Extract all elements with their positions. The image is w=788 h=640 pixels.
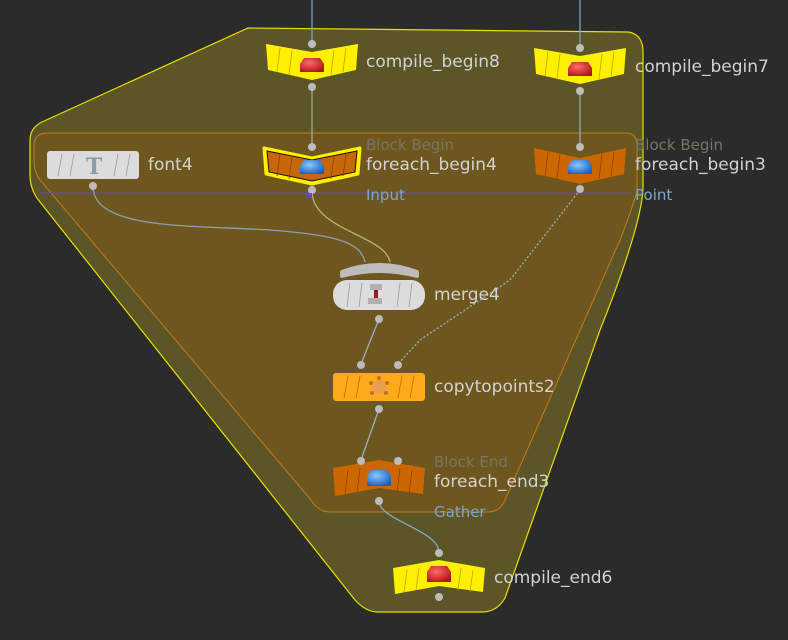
input-port[interactable] (435, 549, 443, 557)
node-foreach_end3[interactable] (333, 457, 425, 505)
node-label-foreach_begin4[interactable]: foreach_begin4 (366, 155, 497, 175)
node-label-compile_begin8[interactable]: compile_begin8 (366, 52, 500, 72)
output-port[interactable] (576, 87, 584, 95)
wire-font4-merge4 (92, 185, 366, 263)
output-port[interactable] (308, 186, 316, 194)
node-merge4[interactable] (333, 263, 425, 323)
output-port[interactable] (435, 593, 443, 601)
wire-foreach-begin4-merge4 (311, 190, 391, 263)
input-port[interactable] (308, 143, 316, 151)
node-label-foreach_begin3[interactable]: foreach_begin3 (635, 155, 766, 175)
port-label-input: Input (366, 186, 405, 204)
output-port[interactable] (375, 497, 383, 505)
node-label-font4[interactable]: font4 (148, 155, 193, 175)
blue-block-icon (568, 160, 592, 174)
node-label-compile_end6[interactable]: compile_end6 (494, 568, 613, 588)
foreach-block-region (33, 132, 638, 513)
wire-foreach-end3-compile-end6 (378, 500, 440, 553)
red-block-icon (427, 566, 451, 582)
input-port-1[interactable] (394, 457, 402, 465)
wire-foreach-begin3-copytopoints2 (397, 189, 581, 365)
input-port[interactable] (576, 143, 584, 151)
output-port[interactable] (375, 405, 383, 413)
output-port[interactable] (89, 182, 97, 190)
output-port[interactable] (576, 185, 584, 193)
input-port-0[interactable] (357, 361, 365, 369)
blue-block-icon (300, 160, 324, 174)
output-port[interactable] (308, 83, 316, 91)
node-label-compile_begin7[interactable]: compile_begin7 (635, 57, 769, 77)
node-foreach_begin4[interactable] (262, 143, 362, 199)
port-label-gather: Gather (434, 503, 486, 521)
loop-marker-icon (303, 193, 312, 199)
wire-merge4-copytopoints2 (360, 318, 380, 365)
red-block-icon (300, 58, 324, 72)
node-foreach_begin3[interactable] (534, 143, 626, 193)
font-T-icon: T (86, 154, 103, 180)
blue-block-icon (367, 470, 391, 486)
node-label-foreach_end3[interactable]: foreach_end3 (434, 472, 550, 492)
red-block-icon (568, 62, 592, 76)
node-subtitle-foreach_end3: Block End (434, 453, 508, 471)
node-copytopoints2[interactable] (333, 361, 425, 413)
output-port[interactable] (375, 315, 383, 323)
node-compile_begin8[interactable] (266, 40, 358, 91)
wire-copytopoints2-foreach-end3 (360, 408, 380, 461)
input-port[interactable] (576, 44, 584, 52)
node-compile_begin7[interactable] (534, 44, 626, 95)
input-port[interactable] (308, 40, 316, 48)
input-port-0[interactable] (357, 457, 365, 465)
input-port-1[interactable] (394, 361, 402, 369)
node-subtitle-foreach_begin3: Block Begin (635, 136, 724, 154)
node-compile_end6[interactable] (393, 549, 485, 601)
node-font4[interactable]: T (47, 151, 139, 190)
node-label-merge4[interactable]: merge4 (434, 285, 500, 305)
copy-points-icon (369, 376, 389, 395)
merge-icon (368, 284, 382, 304)
node-subtitle-foreach_begin4: Block Begin (366, 136, 455, 154)
node-label-copytopoints2[interactable]: copytopoints2 (434, 377, 555, 397)
port-label-point: Point (635, 186, 673, 204)
